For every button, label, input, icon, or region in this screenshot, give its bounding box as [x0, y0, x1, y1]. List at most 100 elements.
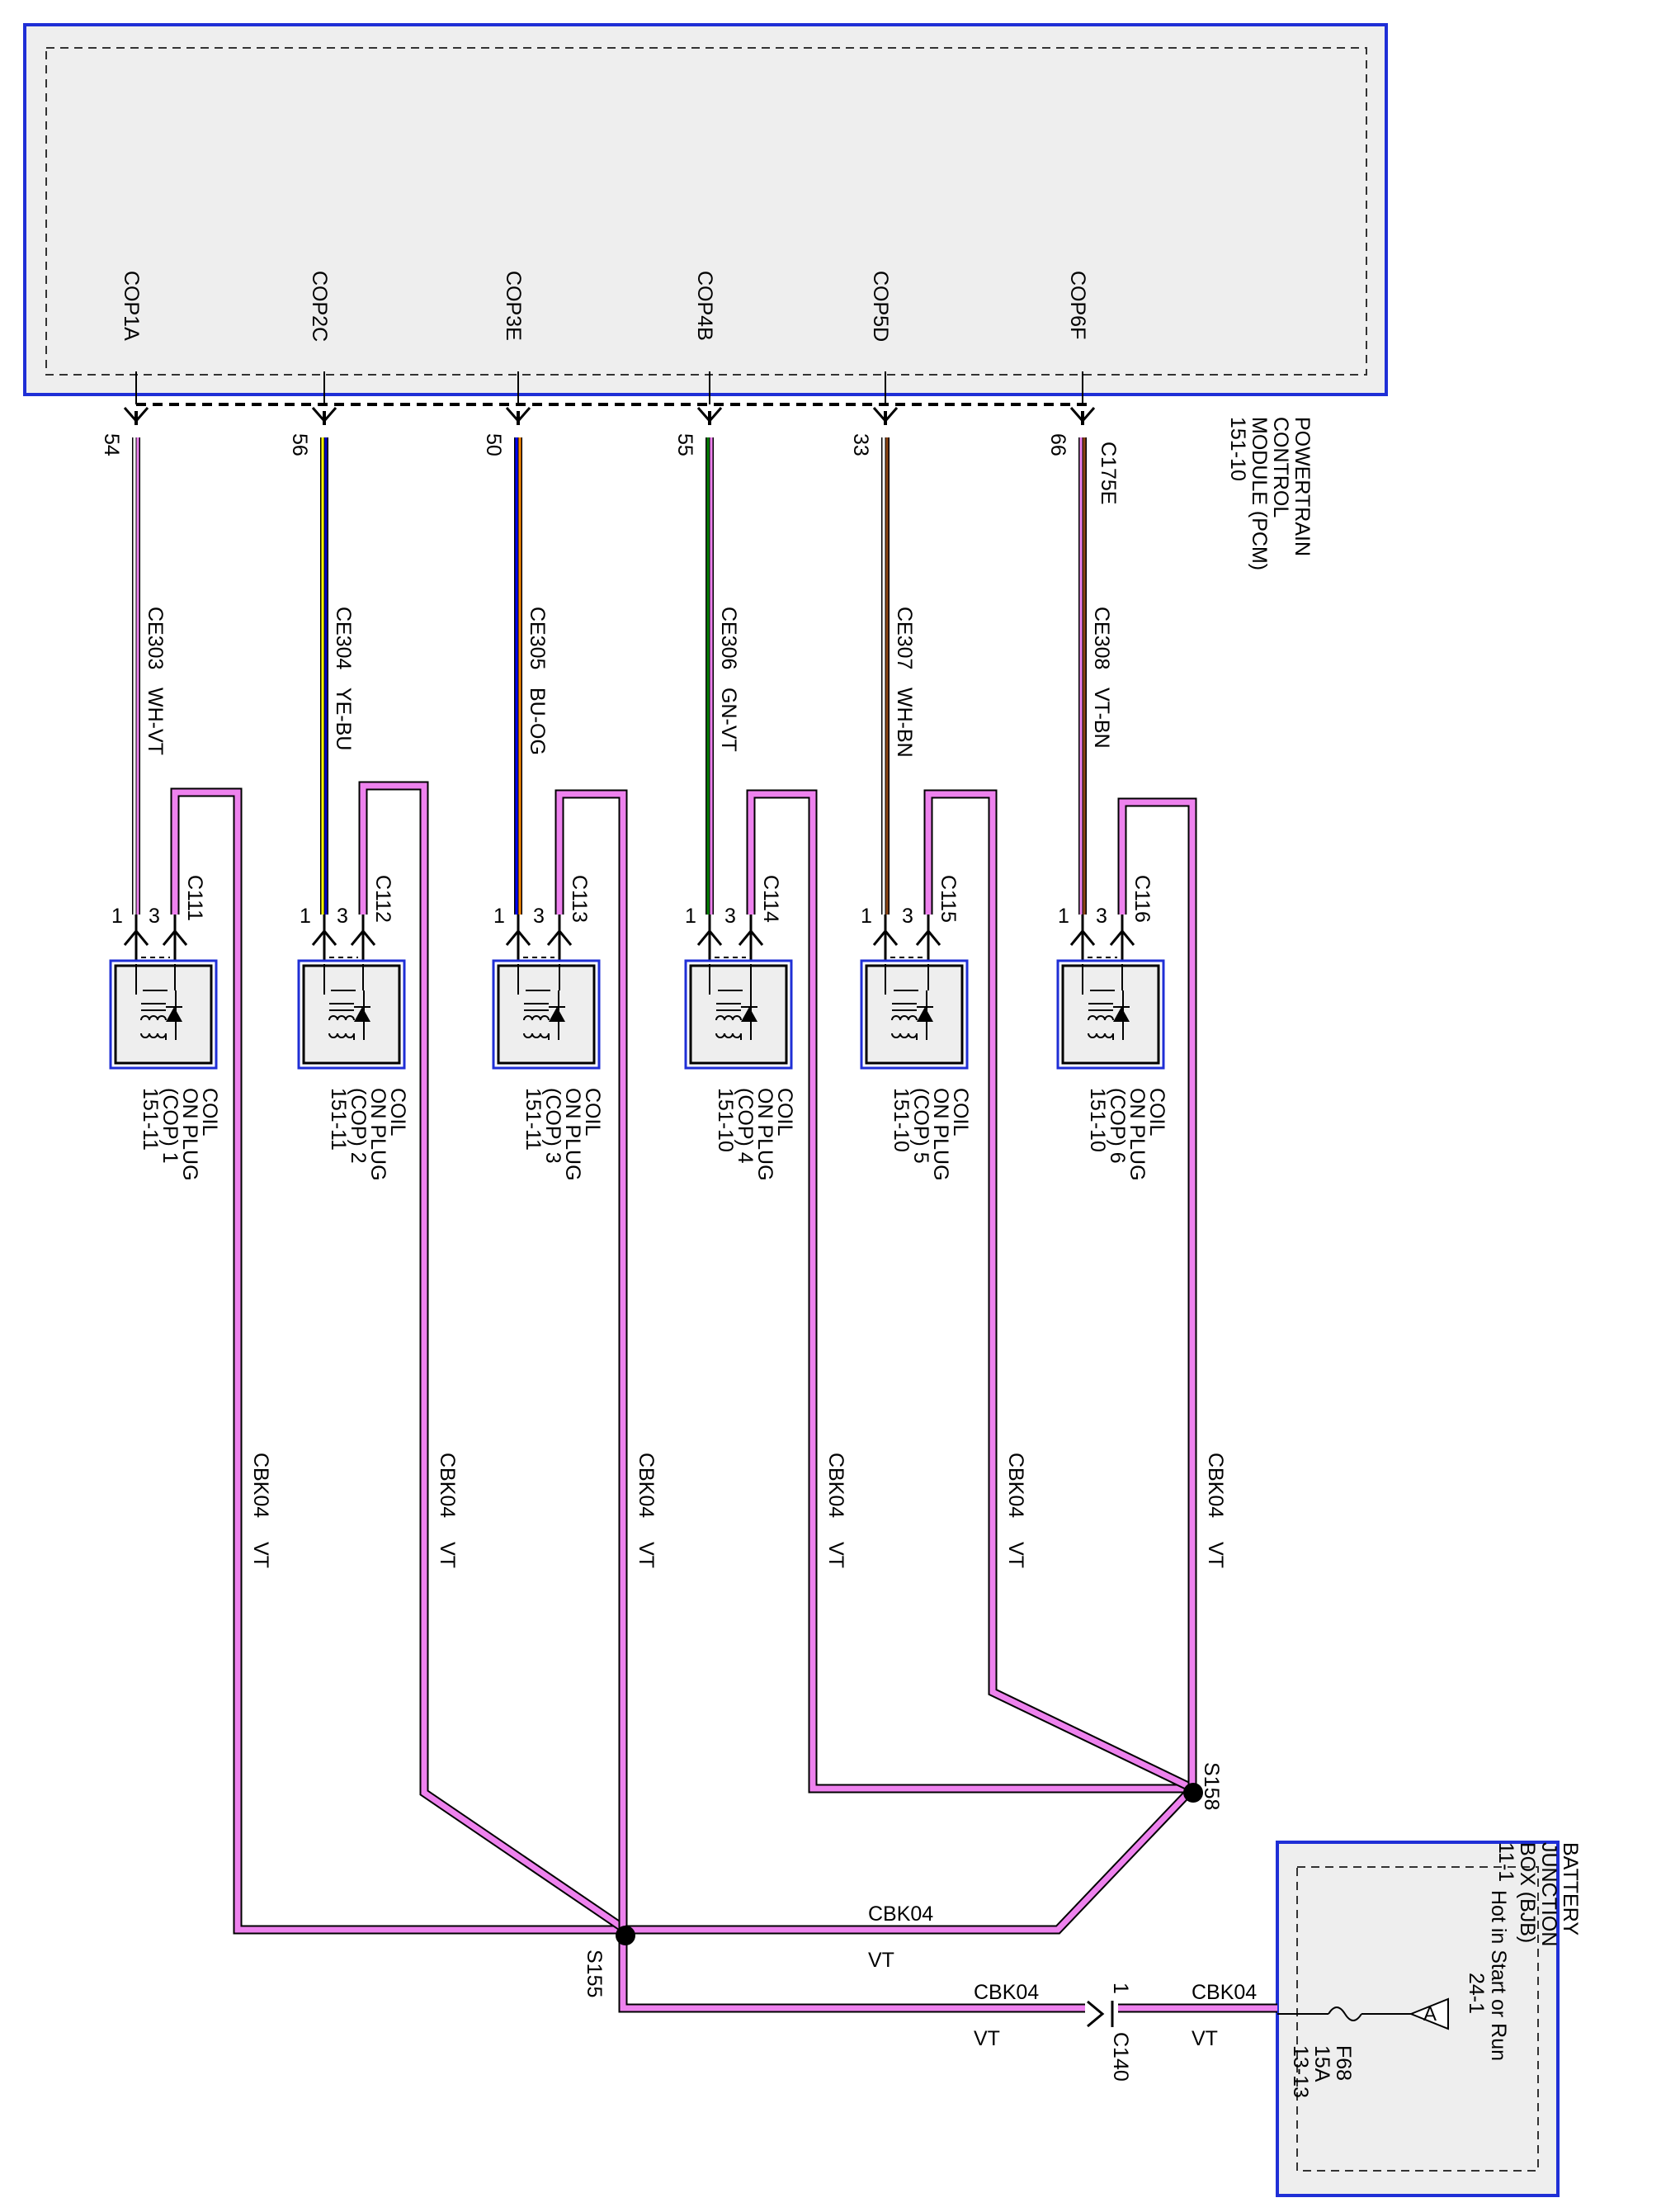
- cbk04-color-label: VT: [1004, 1542, 1027, 1568]
- fuse-label-line-3: 13-13: [1289, 2045, 1312, 2098]
- cbk04-color-label: VT: [436, 1542, 459, 1568]
- coil-name-line-4: 151-10: [1086, 1088, 1109, 1152]
- bjb-source-tag: A: [1423, 2003, 1437, 2025]
- bjb-name-line-2: JUNCTION: [1537, 1842, 1560, 1946]
- coil-body: [497, 964, 596, 1065]
- cbk04-labels: CBK04VTCBK04VTCBK04VTCBK04VTCBK04VTCBK04…: [249, 1453, 1257, 2050]
- splice-s155-label: S155: [583, 1950, 606, 1997]
- cbk04-to-c140-color: VT: [974, 2027, 1000, 2050]
- coil-pin-3: 3: [902, 905, 913, 928]
- pcm-pin-number: 33: [849, 433, 872, 456]
- pcm-name-line-1: POWERTRAIN: [1291, 417, 1314, 556]
- coil-name-line-2: ON PLUG: [366, 1088, 389, 1181]
- fuse-label-line-1: F68: [1332, 2045, 1355, 2081]
- cbk04-color-label: VT: [635, 1542, 658, 1568]
- cbk04-to-c140-label: CBK04: [974, 1981, 1039, 2004]
- splice-s158: S158: [1183, 1762, 1223, 1810]
- cbk04-wire: [925, 791, 1195, 1792]
- coil-pin-1: 1: [861, 905, 872, 928]
- cbk04-color-label: VT: [1204, 1542, 1227, 1568]
- cbk04-wire-outline: [923, 789, 1196, 1793]
- coil-pin-1: 1: [685, 905, 696, 928]
- coil-connector-label: C115: [937, 875, 960, 923]
- cbk04-wire: [556, 791, 1085, 2011]
- bjb-ref-label: 24-1: [1465, 1973, 1488, 2014]
- pcm-pin-cop5d: COP5D 33: [849, 271, 899, 456]
- pcm-pin-label: COP5D: [869, 271, 892, 342]
- bjb-name-line-1: BATTERY: [1559, 1842, 1582, 1936]
- fuse-label-line-2: 15A: [1310, 2045, 1333, 2082]
- cbk04-vertical-label: CBK04: [1004, 1453, 1027, 1518]
- cbk04-wire: [172, 789, 625, 1933]
- signal-wire-color-code: YE-BU: [332, 688, 355, 750]
- coil-name-line-2: ON PLUG: [561, 1088, 584, 1181]
- coil-connector-label: C116: [1130, 875, 1154, 923]
- power-wires: [170, 781, 1277, 2013]
- bjb-module: [1276, 1841, 1560, 2197]
- coil-name-line-4: 151-11: [139, 1088, 162, 1151]
- coil-name-line-1: COIL: [949, 1088, 972, 1136]
- pcm-name-line-2: CONTROL: [1269, 417, 1292, 518]
- cbk04-wire: [625, 799, 1196, 1933]
- pcm-pin-label: COP3E: [502, 271, 525, 341]
- cbk04-vertical-label: CBK04: [635, 1453, 658, 1518]
- coil-pin-3: 3: [724, 905, 736, 928]
- signal-wire-circuit: CE308: [1090, 607, 1113, 669]
- pcm-pin-label: COP4B: [693, 271, 716, 341]
- signal-wire-color-code: BU-OG: [526, 688, 549, 755]
- coil-pin-1: 1: [111, 905, 123, 928]
- cbk04-horizontal-color: VT: [868, 1949, 894, 1972]
- pcm-pin-cop3e: COP3E 50: [482, 271, 531, 456]
- cbk04-vertical-label: CBK04: [436, 1453, 459, 1518]
- coil-name-line-4: 151-10: [714, 1088, 737, 1152]
- coil-pin-3: 3: [149, 905, 160, 928]
- signal-wire-circuit: CE303: [144, 607, 167, 669]
- coil-connector-label: C112: [371, 875, 394, 923]
- signal-wire-circuit: CE305: [526, 607, 549, 669]
- coil-body: [114, 964, 213, 1065]
- coil-pin-1: 1: [493, 905, 505, 928]
- pcm-module: [23, 23, 1388, 406]
- pcm-name-line-3: MODULE (PCM): [1248, 417, 1271, 570]
- coil-pin-3: 3: [337, 905, 348, 928]
- signal-wire-color-code: VT-BN: [1090, 688, 1113, 749]
- pcm-pin-number: 50: [482, 433, 505, 456]
- splice-s155: S155: [583, 1926, 635, 1997]
- bjb-name: BATTERY JUNCTION BOX (BJB) 11-1: [1494, 1842, 1582, 1946]
- bjb-name-line-3: BOX (BJB): [1516, 1842, 1539, 1943]
- cbk04-vertical-label: CBK04: [824, 1453, 847, 1518]
- coil-body: [865, 964, 964, 1065]
- coil-name-line-3: (COP) 4: [734, 1088, 757, 1164]
- cbk04-vertical-label: CBK04: [249, 1453, 272, 1518]
- signal-wires: CE303WH-VTCE304YE-BUCE305BU-OGCE306GN-VT…: [132, 437, 1113, 915]
- coil-name-line-3: (COP) 5: [909, 1088, 932, 1164]
- signal-wire-color-code: GN-VT: [717, 688, 740, 752]
- pcm-name: POWERTRAIN CONTROL MODULE (PCM) 151-10: [1226, 417, 1314, 570]
- coil-name-line-4: 151-11: [521, 1088, 545, 1151]
- coil-name-line-4: 151-11: [327, 1088, 350, 1151]
- c140-label: C140: [1109, 2032, 1132, 2082]
- pcm-pin-number: 66: [1046, 433, 1069, 456]
- coil-name-line-2: ON PLUG: [178, 1088, 201, 1181]
- coil-pin-1: 1: [300, 905, 311, 928]
- signal-wire-circuit: CE306: [717, 607, 740, 669]
- coil-name-line-2: ON PLUG: [1126, 1088, 1149, 1181]
- fuse-label: F68 15A 13-13: [1289, 2045, 1355, 2098]
- cbk04-wire-outline: [746, 789, 1193, 1794]
- cbk04-wire-outline: [554, 789, 1085, 2013]
- bjb-hot-in-label: Hot in Start or Run: [1487, 1890, 1510, 2061]
- bjb-source-triangle: A: [1409, 1997, 1449, 2030]
- coil-name-line-1: COIL: [1145, 1088, 1168, 1136]
- pcm-pin-label: COP2C: [308, 271, 331, 342]
- pcm-connector-label: C175E: [1097, 442, 1120, 504]
- bjb-name-line-4: 11-1: [1494, 1842, 1517, 1882]
